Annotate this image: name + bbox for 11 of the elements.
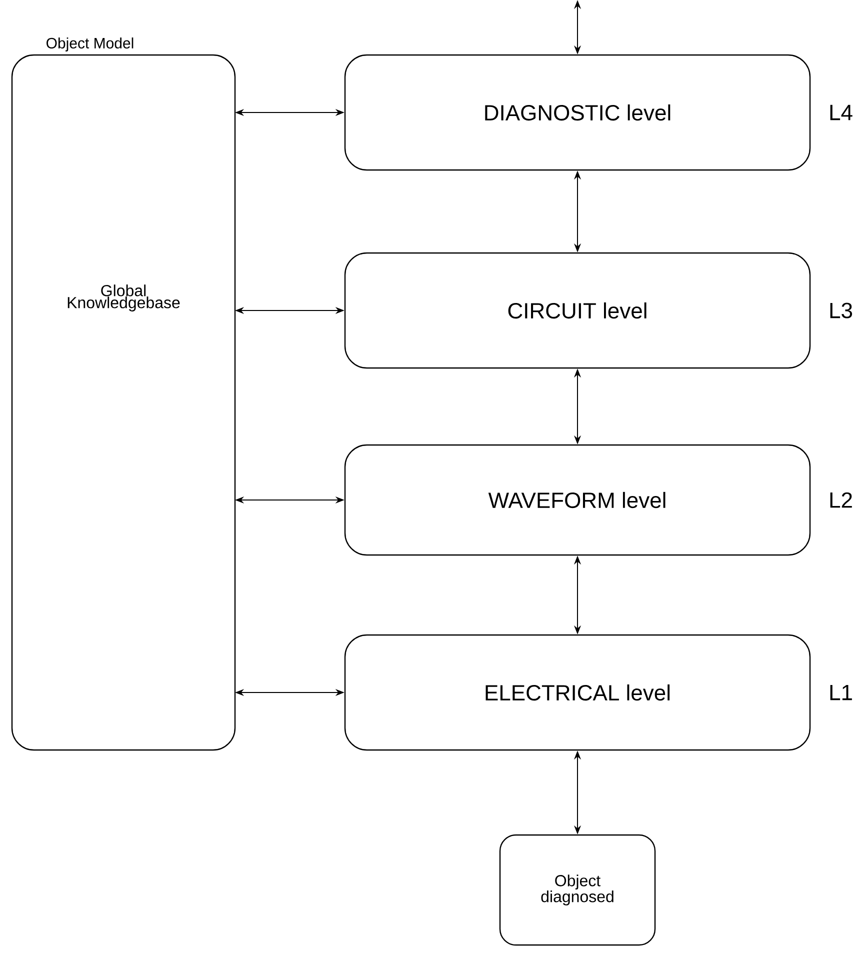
level-label: L2: [830, 492, 852, 508]
node-label: Object Model: [46, 37, 134, 52]
rounded-box: DIAGNOSTIC level: [344, 54, 811, 171]
rounded-box: Object Model Global Knowledgebase: [11, 37, 236, 751]
rounded-box: Object diagnosed: [499, 834, 656, 946]
rounded-box: WAVEFORM level: [344, 444, 811, 556]
level-label: L1: [830, 684, 852, 700]
rounded-box: CIRCUIT level: [344, 252, 811, 369]
level-label: L4: [830, 104, 852, 120]
rounded-box: ELECTRICAL level: [344, 634, 811, 751]
level-label: L3: [830, 302, 852, 318]
